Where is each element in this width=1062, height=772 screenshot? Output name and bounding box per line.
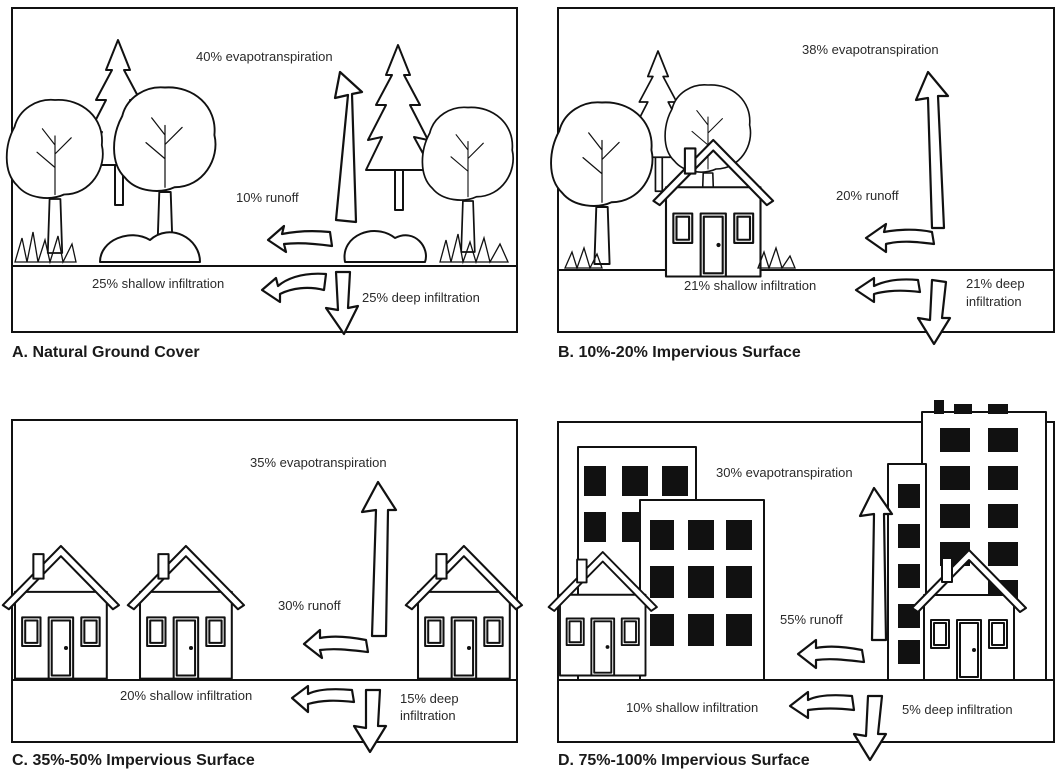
evapotranspiration-arrow-icon [360,480,398,638]
panel-b-ground [557,269,1055,333]
panel-a: 40% evapotranspiration 10% runoff 25% sh… [5,7,518,361]
shallow-infiltration-label: 21% shallow infiltration [684,278,816,293]
shallow-infiltration-label: 20% shallow infiltration [120,688,252,703]
panel-b: 38% evapotranspiration 20% runoff 21% sh… [550,7,1055,361]
grass-icon [14,231,77,265]
shallow-infiltration-label: 25% shallow infiltration [92,276,224,291]
shallow-infiltration-arrow-icon [788,690,856,720]
deep-infiltration-label-line2: infiltration [400,708,456,723]
shallow-infiltration-label: 10% shallow infiltration [626,700,758,715]
evapotranspiration-arrow-icon [333,70,364,224]
panel-a-trees [5,39,515,265]
shallow-infiltration-arrow-icon [290,684,356,714]
deep-infiltration-arrow-icon [352,688,388,754]
grass-icon [757,245,796,271]
runoff-arrow-icon [796,638,866,670]
runoff-label: 10% runoff [236,190,299,205]
building-icon [639,499,765,681]
pine-tree-icon [365,44,433,211]
shallow-infiltration-arrow-icon [260,272,328,304]
panel-c-caption: C. 35%-50% Impervious Surface [12,752,255,769]
evapotranspiration-arrow-icon [914,70,950,230]
grass-icon [564,245,603,271]
runoff-arrow-icon [302,628,370,660]
deep-infiltration-label-line1: 15% deep [400,691,459,706]
panel-a-ground [11,265,518,333]
evapotranspiration-label: 30% evapotranspiration [716,465,853,480]
panel-c-ground [11,679,518,743]
runoff-label: 30% runoff [278,598,341,613]
deep-infiltration-arrow-icon [324,270,360,336]
evapotranspiration-label: 40% evapotranspiration [196,49,333,64]
deep-infiltration-arrow-icon [852,694,888,762]
panel-d: 30% evapotranspiration 55% runoff 10% sh… [547,400,1055,769]
shrub-icon [343,230,427,263]
runoff-label: 20% runoff [836,188,899,203]
house-icon [126,544,246,680]
deep-infiltration-label: 25% deep infiltration [362,290,480,305]
deep-infiltration-arrow-icon [916,278,952,346]
shallow-infiltration-arrow-icon [854,276,922,304]
panel-b-caption: B. 10%-20% Impervious Surface [558,344,801,361]
panel-d-caption: D. 75%-100% Impervious Surface [558,752,810,769]
runoff-arrow-icon [266,224,334,254]
evapotranspiration-label: 35% evapotranspiration [250,455,387,470]
house-icon [404,544,524,680]
deciduous-tree-icon [550,101,654,265]
deciduous-tree-icon [5,98,104,254]
evapotranspiration-arrow-icon [858,486,894,642]
deciduous-tree-icon [421,106,515,253]
grass-icon [439,233,510,265]
deep-infiltration-label: 5% deep infiltration [902,702,1013,717]
evapotranspiration-label: 38% evapotranspiration [802,42,939,57]
shrub-icon [99,231,201,263]
house-icon [1,544,121,680]
deep-infiltration-label-line2: infiltration [966,294,1022,309]
deciduous-tree-icon [113,86,217,250]
deep-infiltration-label-line1: 21% deep [966,276,1025,291]
panel-a-caption: A. Natural Ground Cover [12,344,200,361]
runoff-label: 55% runoff [780,612,843,627]
building-icon [887,463,927,681]
runoff-arrow-icon [864,222,936,254]
panel-c: 35% evapotranspiration 30% runoff 20% sh… [1,419,524,769]
